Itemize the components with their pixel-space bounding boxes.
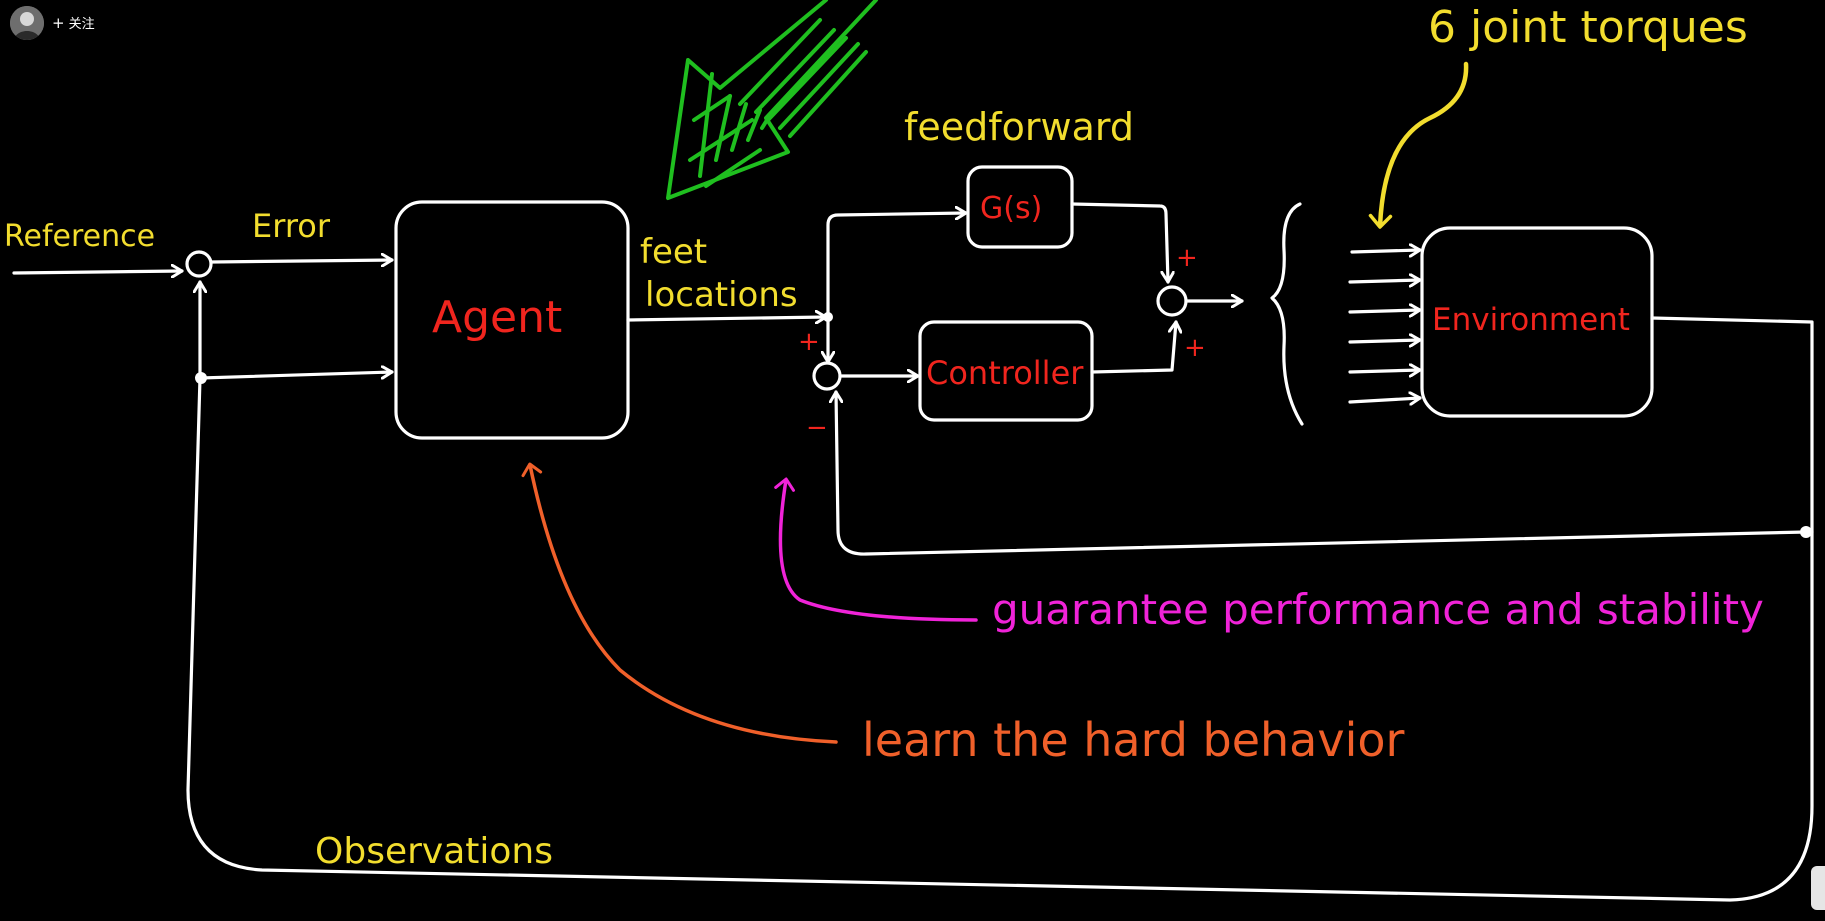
plus-sign-1: + xyxy=(798,327,820,357)
gs-output-line xyxy=(1070,202,1168,284)
summing-junction-3 xyxy=(1156,285,1188,317)
guarantee-arrow xyxy=(774,477,978,622)
summing-junction-1 xyxy=(185,250,213,278)
torque-brace xyxy=(1270,202,1304,426)
follow-plus: + xyxy=(52,13,65,32)
guarantee-label: guarantee performance and stability xyxy=(992,585,1764,634)
plus-sign-2: + xyxy=(1176,243,1198,273)
joint-torques-label: 6 joint torques xyxy=(1428,2,1748,53)
avatar-icon xyxy=(10,6,44,40)
green-arrow-icon xyxy=(666,0,878,200)
controller-output-line xyxy=(1090,320,1176,374)
feedforward-branch-line xyxy=(826,213,968,319)
scrollbar-handle[interactable] xyxy=(1811,866,1825,910)
inner-feedback-line xyxy=(836,390,1808,556)
branch-dot xyxy=(1800,526,1812,538)
torque-arrow xyxy=(1348,370,1422,372)
minus-sign-1: − xyxy=(806,413,828,443)
feet-label: feet xyxy=(640,232,707,272)
gs-label: G(s) xyxy=(980,191,1042,226)
environment-label: Environment xyxy=(1432,302,1630,338)
outer-feedback-line xyxy=(186,280,1814,902)
gs-block xyxy=(966,165,1074,249)
error-label: Error xyxy=(252,207,331,245)
torque-arrow xyxy=(1348,398,1422,402)
summing-junction-2 xyxy=(812,361,842,391)
feedforward-label: feedforward xyxy=(904,105,1134,149)
plus-sign-3: + xyxy=(1184,333,1206,363)
torque-arrow xyxy=(1348,310,1422,312)
feet-locations-line xyxy=(626,317,828,320)
observation-branch-line xyxy=(199,372,394,380)
avatar[interactable] xyxy=(10,6,44,40)
torques-arrow xyxy=(1368,61,1469,229)
learn-arrow xyxy=(521,462,838,744)
learn-label: learn the hard behavior xyxy=(862,713,1405,767)
environment-output-line xyxy=(1650,316,1814,534)
branch-dot xyxy=(823,312,833,322)
controller-label: Controller xyxy=(926,354,1084,392)
follow-button[interactable]: + 关注 xyxy=(52,13,95,33)
follow-label: 关注 xyxy=(68,17,95,32)
torque-arrow xyxy=(1348,340,1422,342)
observations-label: Observations xyxy=(315,831,553,872)
torque-arrow xyxy=(1350,250,1422,252)
torque-arrow xyxy=(1348,280,1422,282)
reference-line xyxy=(12,271,184,273)
error-line xyxy=(210,260,394,262)
agent-label: Agent xyxy=(432,292,562,343)
reference-label: Reference xyxy=(4,219,155,254)
branch-dot xyxy=(195,372,207,384)
locations-label: locations xyxy=(645,275,798,315)
environment-block xyxy=(1420,226,1654,418)
